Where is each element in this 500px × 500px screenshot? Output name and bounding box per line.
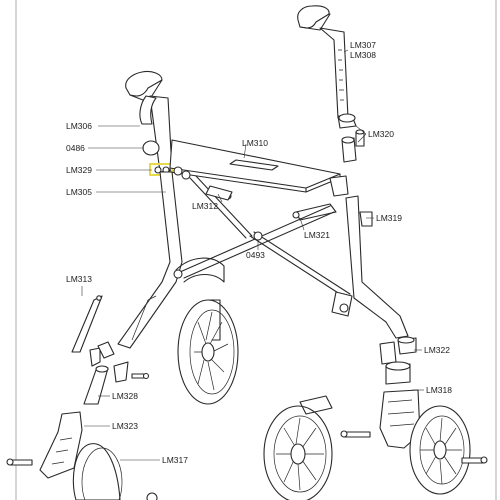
left-lower-fittings [83, 341, 150, 405]
label-lm307: LM307 [350, 40, 376, 50]
left-rear-wheel [177, 299, 239, 405]
label-lm305: LM305 [66, 187, 92, 197]
label-lm312: LM312 [192, 201, 218, 211]
lm322-clip [379, 336, 417, 365]
label-lm317: LM317 [162, 455, 188, 465]
part-labels: LM307 LM308 LM306 LM310 LM320 0486 LM329… [66, 40, 452, 465]
label-0493: 0493 [246, 250, 265, 260]
label-lm329: LM329 [66, 165, 92, 175]
label-lm306: LM306 [66, 121, 92, 131]
label-lm310: LM310 [242, 138, 268, 148]
label-lm318: LM318 [426, 385, 452, 395]
right-side-frame [331, 195, 409, 339]
label-lm320: LM320 [368, 129, 394, 139]
leader-lines [81, 49, 424, 461]
label-0486: 0486 [66, 143, 85, 153]
label-lm313: LM313 [66, 274, 92, 284]
drawing-frame [15, 0, 497, 500]
label-lm308: LM308 [350, 50, 376, 60]
right-front-wheel [409, 405, 488, 495]
folding-cross-frame [179, 175, 351, 299]
label-lm322: LM322 [424, 345, 450, 355]
label-lm321: LM321 [304, 230, 330, 240]
left-side-frame [117, 171, 225, 349]
label-lm323: LM323 [112, 421, 138, 431]
seat-panel [169, 139, 349, 197]
front-left-fork [6, 411, 83, 479]
height-clamp-parts [341, 129, 365, 163]
left-handle-assembly [125, 70, 173, 173]
right-front-fork [340, 361, 421, 449]
front-left-wheel [72, 443, 158, 500]
label-lm319: LM319 [376, 213, 402, 223]
lm313-part [71, 295, 103, 353]
right-handle-assembly [297, 5, 357, 129]
right-rear-wheel [263, 395, 333, 500]
label-lm328: LM328 [112, 391, 138, 401]
